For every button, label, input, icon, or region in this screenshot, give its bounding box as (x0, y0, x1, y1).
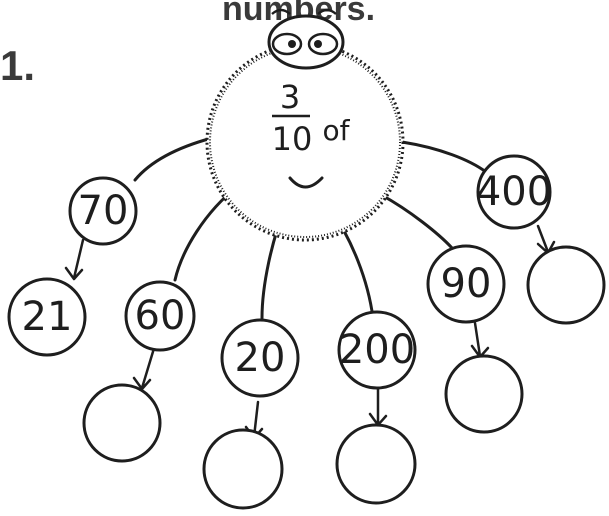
input-node-400: 400 (476, 154, 552, 230)
input-value: 60 (135, 293, 186, 339)
input-node-60: 60 (124, 280, 196, 352)
input-value: 90 (441, 261, 492, 307)
fraction-denominator: 10 (272, 120, 313, 158)
spider-eyes (267, 8, 345, 70)
input-value: 70 (78, 188, 129, 234)
input-value: 200 (339, 327, 415, 373)
answer-node-400[interactable] (526, 245, 606, 325)
arrow-60 (132, 343, 157, 391)
leg-70 (133, 136, 214, 182)
answer-node-200[interactable] (335, 423, 417, 505)
fraction-label: 3 10 of (272, 78, 351, 158)
smile (288, 176, 324, 189)
answer-node-70[interactable]: 21 (7, 277, 87, 357)
input-circles: 70 60 20 200 90 400 (68, 154, 552, 398)
input-node-70: 70 (68, 176, 138, 246)
fraction-suffix: of (323, 114, 351, 147)
arrow-200 (368, 384, 388, 427)
answer-node-60[interactable] (82, 383, 162, 463)
input-node-20: 20 (220, 318, 300, 398)
answer-node-90[interactable] (444, 354, 524, 434)
answer-node-20[interactable] (202, 428, 284, 510)
input-node-200: 200 (337, 310, 417, 390)
leg-90 (374, 190, 454, 250)
answer-value: 21 (22, 294, 73, 340)
fraction-numerator: 3 (280, 78, 300, 116)
input-node-90: 90 (426, 244, 506, 324)
input-value: 400 (476, 169, 552, 215)
input-value: 20 (235, 335, 286, 381)
question-number-label: 1. (0, 42, 36, 89)
answer-circles: 21 (7, 245, 606, 510)
arrow-70 (64, 238, 85, 281)
leg-400 (400, 140, 488, 174)
arrow-90 (470, 321, 490, 359)
